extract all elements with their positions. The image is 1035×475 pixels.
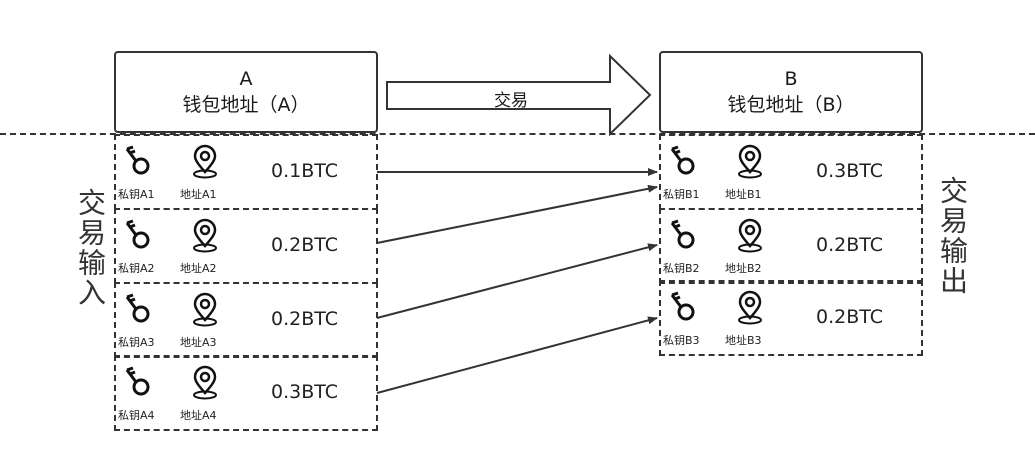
flow-arrow-a3-b2 (376, 243, 658, 319)
key-icon (122, 218, 156, 256)
output-row-3: 私钥B3 地址B3 0.2BTC (659, 280, 923, 356)
private-key-label: 私钥A4 (118, 409, 155, 422)
wallet-b-letter: B (784, 68, 798, 90)
input-row-4: 私钥A4 地址A4 0.3BTC (114, 355, 378, 431)
amount-value: 0.2BTC (816, 306, 884, 328)
address-label: 地址B1 (725, 188, 762, 201)
output-side-label: 交易输出 (936, 176, 969, 296)
amount-value: 0.2BTC (271, 234, 339, 256)
flow-arrow-a2-b1 (376, 184, 658, 244)
location-pin-icon (733, 144, 767, 184)
amount-value: 0.2BTC (271, 308, 339, 330)
key-icon (122, 292, 156, 330)
address-label: 地址A4 (180, 409, 217, 422)
amount-value: 0.3BTC (816, 160, 884, 182)
address-label: 地址A1 (180, 188, 217, 201)
amount-value: 0.1BTC (271, 160, 339, 182)
transaction-arrow (386, 53, 652, 137)
wallet-a-title: 钱包地址（A） (182, 94, 310, 116)
key-icon (667, 144, 701, 182)
location-pin-icon (188, 365, 222, 405)
location-pin-icon (733, 290, 767, 330)
transaction-label: 交易 (494, 91, 528, 111)
amount-value: 0.3BTC (271, 381, 339, 403)
address-label: 地址B3 (725, 334, 762, 347)
wallet-a-box: A 钱包地址（A） (114, 51, 378, 133)
address-label: 地址A2 (180, 262, 217, 275)
input-row-2: 私钥A2 地址A2 0.2BTC (114, 208, 378, 284)
wallet-b-box: B 钱包地址（B） (659, 51, 923, 133)
amount-value: 0.2BTC (816, 234, 884, 256)
private-key-label: 私钥B1 (663, 188, 700, 201)
private-key-label: 私钥A3 (118, 336, 155, 349)
input-side-label: 交易输入 (74, 188, 107, 308)
private-key-label: 私钥A2 (118, 262, 155, 275)
location-pin-icon (188, 144, 222, 184)
input-row-3: 私钥A3 地址A3 0.2BTC (114, 282, 378, 358)
key-icon (122, 365, 156, 403)
private-key-label: 私钥A1 (118, 188, 155, 201)
output-row-1: 私钥B1 地址B1 0.3BTC (659, 134, 923, 210)
wallet-a-letter: A (239, 68, 253, 90)
address-label: 地址B2 (725, 262, 762, 275)
address-label: 地址A3 (180, 336, 217, 349)
flow-arrow-a4-b3 (376, 316, 658, 394)
location-pin-icon (733, 218, 767, 258)
key-icon (667, 290, 701, 328)
location-pin-icon (188, 292, 222, 332)
output-row-2: 私钥B2 地址B2 0.2BTC (659, 208, 923, 284)
key-icon (667, 218, 701, 256)
key-icon (122, 144, 156, 182)
location-pin-icon (188, 218, 222, 258)
wallet-b-title: 钱包地址（B） (727, 94, 855, 116)
private-key-label: 私钥B3 (663, 334, 700, 347)
section-divider (0, 133, 1035, 135)
private-key-label: 私钥B2 (663, 262, 700, 275)
input-row-1: 私钥A1 地址A1 0.1BTC (114, 134, 378, 210)
